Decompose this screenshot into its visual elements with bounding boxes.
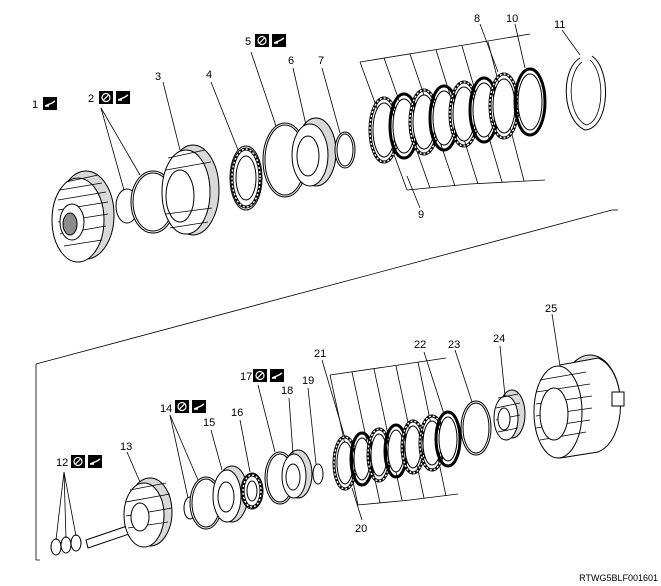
callout-8: 8 <box>474 13 480 25</box>
lubricate-symbol-badge <box>192 400 206 413</box>
callout-4: 4 <box>206 69 212 81</box>
lubricate-symbol-badge <box>88 455 102 468</box>
callout-12: 12 <box>56 457 68 469</box>
callout-1: 1 <box>32 99 38 111</box>
callout-25: 25 <box>545 303 557 315</box>
callout-19: 19 <box>302 375 314 387</box>
do-not-reuse-symbol-badge <box>255 34 269 47</box>
callout-17: 17 <box>240 371 252 383</box>
part-3-clutch-housing <box>161 81 220 236</box>
part-25-clutch-drum <box>533 313 625 459</box>
callout-2: 2 <box>88 93 94 105</box>
part-23-retaining-ring <box>454 349 492 456</box>
image-reference-code: RTWG5BLF001601 <box>579 573 658 583</box>
callout-13: 13 <box>120 441 132 453</box>
do-not-reuse-symbol-badge <box>71 455 85 468</box>
part-6-piston <box>291 67 337 187</box>
lubricate-symbol-badge <box>43 97 57 110</box>
part-18-housing <box>281 397 313 499</box>
callout-16: 16 <box>231 407 243 419</box>
callout-labels: 1 2 3 4 5 6 7 8 9 10 11 12 13 14 15 16 1… <box>32 13 565 535</box>
part-4-one-way-clutch <box>210 81 263 211</box>
callout-6: 6 <box>288 55 294 67</box>
lubricate-symbol-badge <box>270 369 284 382</box>
callout-21: 21 <box>314 348 326 360</box>
callout-15: 15 <box>203 417 215 429</box>
part-19-snap-ring <box>307 387 324 485</box>
callout-23: 23 <box>448 339 460 351</box>
part-12-seal-rings <box>50 471 82 556</box>
part-24-clutch-hub <box>493 345 526 441</box>
callout-5: 5 <box>245 36 251 48</box>
callout-22: 22 <box>414 339 426 351</box>
lubricate-symbol-badge <box>116 91 130 104</box>
callout-3: 3 <box>155 71 161 83</box>
do-not-reuse-symbol-badge <box>99 91 113 104</box>
parts-20-21-22-clutch-plate-pack <box>321 351 462 521</box>
part-13-input-shaft <box>85 451 173 549</box>
callout-11: 11 <box>554 19 565 31</box>
part-14-o-rings <box>169 414 223 530</box>
do-not-reuse-symbol-badge <box>175 400 189 413</box>
do-not-reuse-symbol-badge <box>253 369 267 382</box>
callout-10: 10 <box>506 13 518 25</box>
part-1-clutch-drum <box>51 170 115 263</box>
part-15-piston <box>210 429 249 523</box>
callout-14: 14 <box>160 403 172 415</box>
parts-8-9-10-clutch-plate-pack <box>359 23 547 209</box>
part-16-return-spring <box>239 419 264 510</box>
assembly-reference-lines <box>35 209 618 561</box>
callout-20: 20 <box>355 523 367 535</box>
part-11-retaining-ring <box>561 29 607 131</box>
callout-7: 7 <box>318 55 324 67</box>
callout-9: 9 <box>418 209 424 221</box>
part-7-snap-ring <box>321 67 356 169</box>
callout-24: 24 <box>493 333 505 345</box>
callout-18: 18 <box>281 385 293 397</box>
lubricate-symbol-badge <box>272 34 286 47</box>
